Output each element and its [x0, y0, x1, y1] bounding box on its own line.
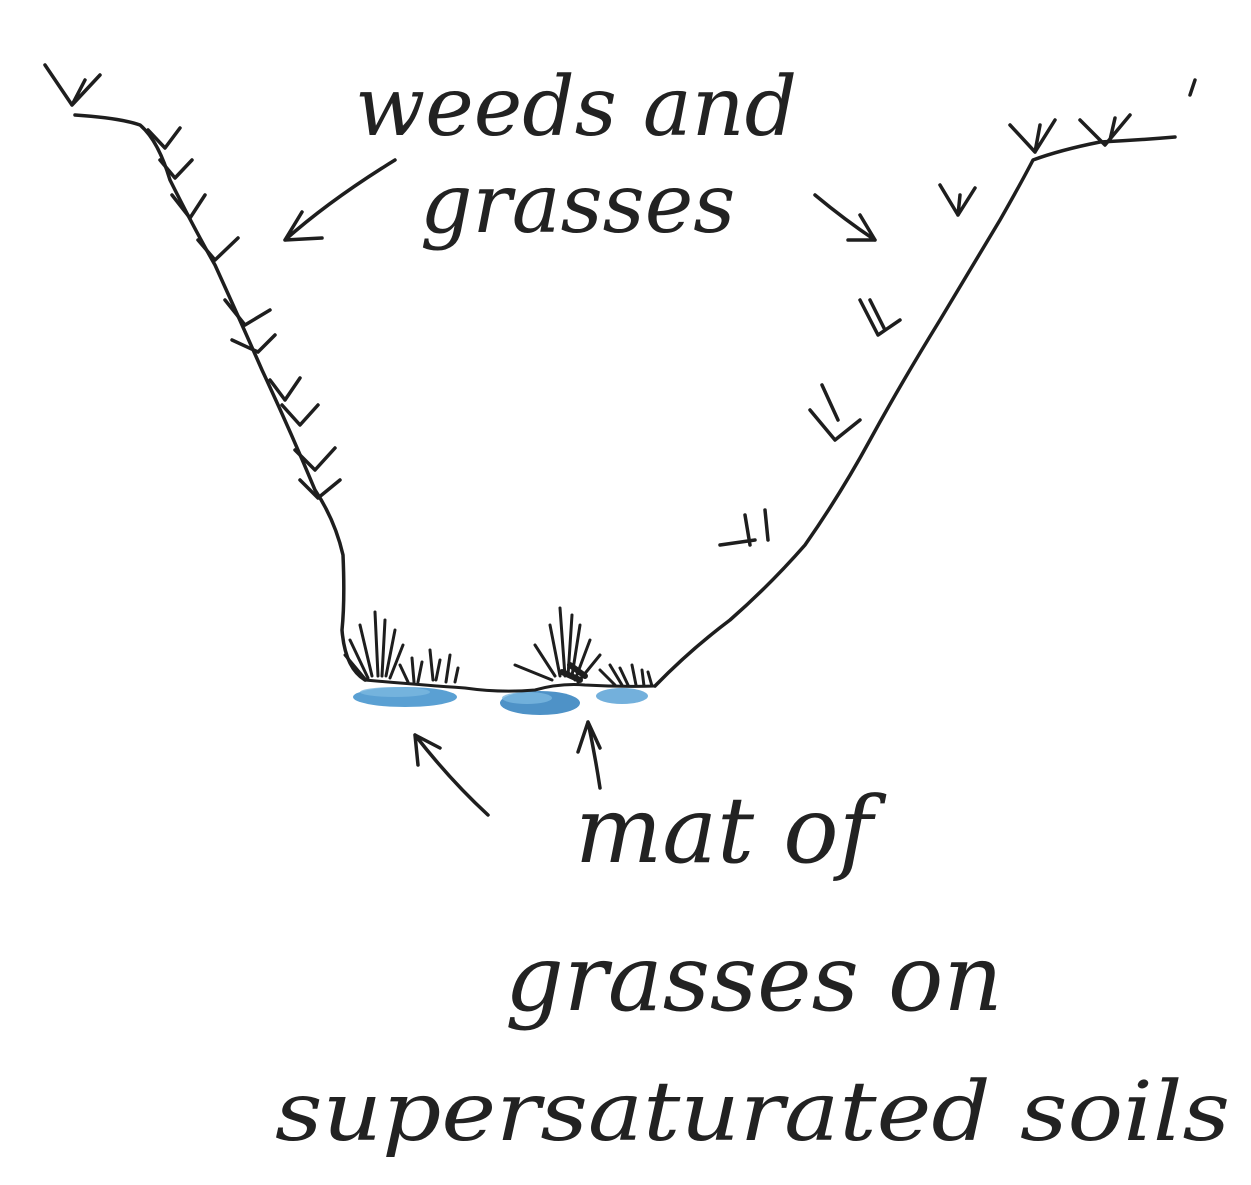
label-bottom-line-1: mat of	[575, 777, 887, 884]
water-patch-middle-light	[502, 692, 552, 704]
water-patch-right	[596, 688, 648, 704]
label-bottom-line-3: supersaturated soils	[275, 1065, 1230, 1160]
label-bottom-line-2: grasses on	[505, 925, 1003, 1032]
label-top-line-2: grasses	[420, 157, 735, 252]
label-top-line-1: weeds and	[355, 60, 797, 155]
water-patch-left-light	[360, 687, 430, 697]
